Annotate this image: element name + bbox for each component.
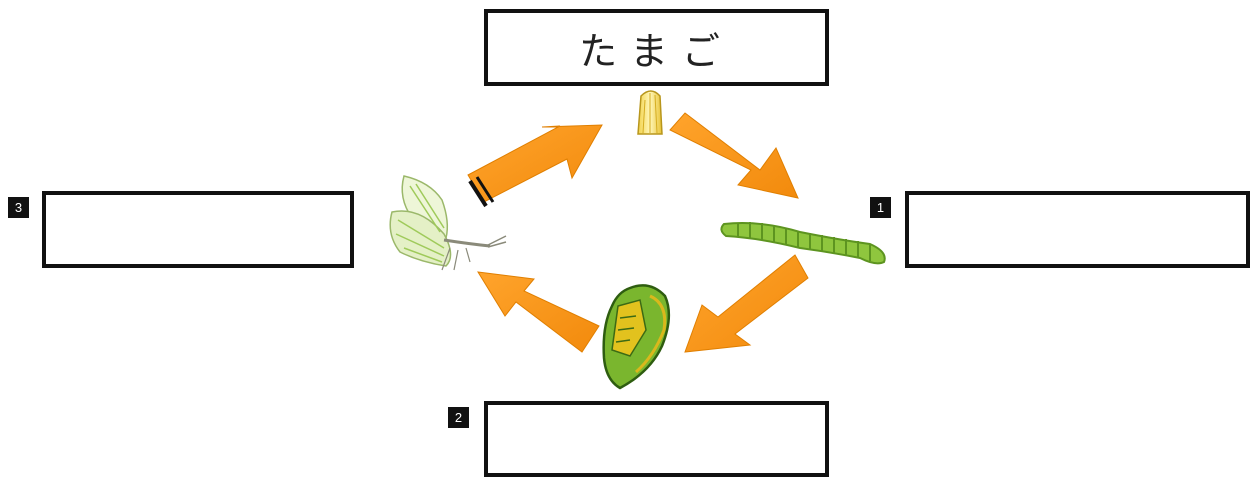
pupa-stage-answer-box[interactable] — [484, 401, 829, 477]
adult-stage-answer-box[interactable] — [42, 191, 354, 268]
larva-stage-number: 1 — [870, 197, 891, 218]
pupa-stage-number: 2 — [448, 407, 469, 428]
butterfly-icon — [389, 175, 507, 271]
egg-icon — [637, 90, 663, 135]
chrysalis-icon — [602, 284, 671, 390]
arrow-pupa-to-adult — [477, 271, 600, 353]
arrow-adult-to-egg — [467, 124, 603, 208]
adult-stage-number: 3 — [8, 197, 29, 218]
egg-stage-label: たまご — [579, 29, 734, 73]
arrow-larva-to-pupa — [684, 254, 809, 353]
larva-stage-answer-box[interactable] — [905, 191, 1250, 268]
arrow-egg-to-larva — [669, 112, 799, 199]
egg-stage-box: たまご — [484, 9, 829, 86]
caterpillar-icon — [720, 222, 886, 265]
